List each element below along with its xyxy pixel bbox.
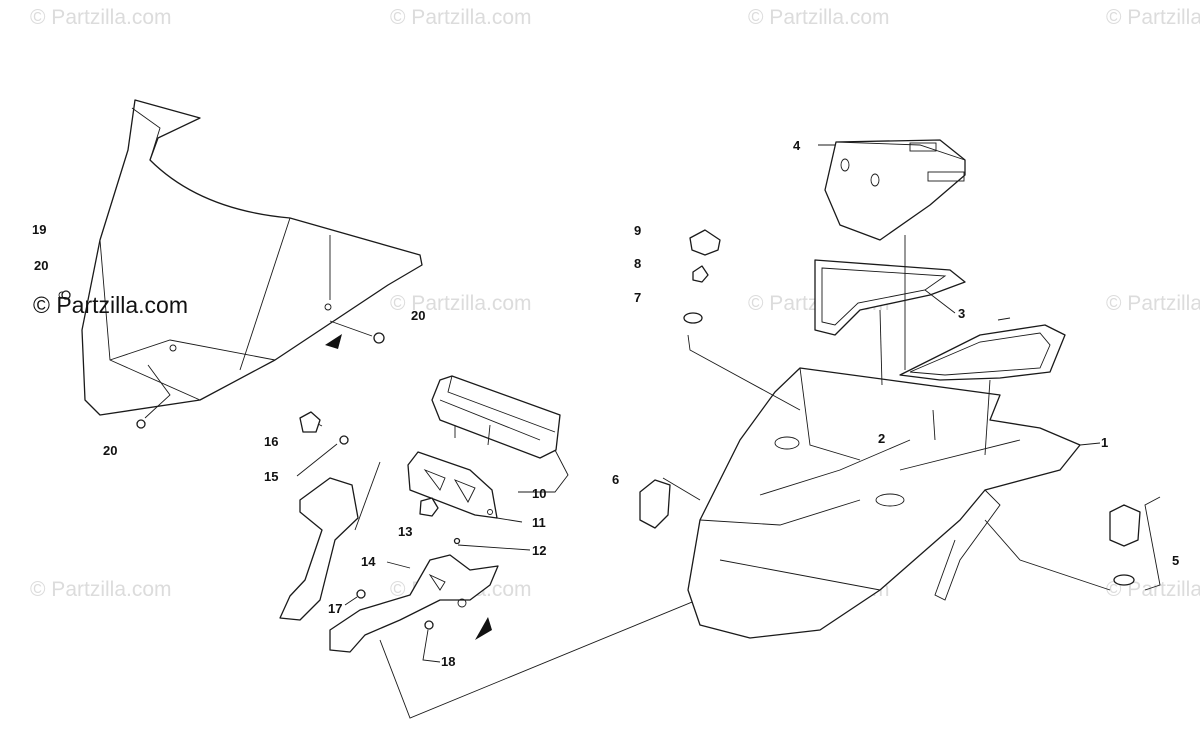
hardware-part <box>299 411 461 630</box>
arrow-icon <box>475 617 492 640</box>
watermark: © Partzilla.com <box>390 292 532 315</box>
callout-label: 20 <box>411 308 425 323</box>
callout-label: 18 <box>441 654 455 669</box>
callout-label: 8 <box>634 256 641 271</box>
callout-label: 15 <box>264 469 278 484</box>
callout-label: 6 <box>612 472 619 487</box>
callout-label: 2 <box>878 431 885 446</box>
mount-bracket-part <box>279 477 499 653</box>
callout-label: 16 <box>264 434 278 449</box>
callout-label: 11 <box>532 515 546 530</box>
watermark: © Partzilla.com <box>390 6 532 29</box>
callout-label: 13 <box>398 524 412 539</box>
switch-part <box>639 479 671 529</box>
key-switch-part <box>683 229 721 324</box>
callout-label: 17 <box>328 601 342 616</box>
watermark: © Partzilla.com <box>1106 292 1200 315</box>
watermark: © Partzilla.com <box>1106 6 1200 29</box>
callout-label: 20 <box>34 258 48 273</box>
watermark: © Partzilla.com <box>30 578 172 601</box>
callout-label: 14 <box>361 554 376 569</box>
callout-label: 3 <box>958 306 965 321</box>
watermark: © Partzilla.com <box>30 6 172 29</box>
callout-label: 5 <box>1172 553 1179 568</box>
callout-label: 19 <box>32 222 46 237</box>
top-cover-part <box>824 139 966 241</box>
watermark: © Partzilla.com <box>748 6 890 29</box>
brand-watermark: © Partzilla.com <box>33 292 188 318</box>
callout-label: 12 <box>532 543 546 558</box>
panel-part <box>814 259 1066 381</box>
gauge-bracket-part <box>407 451 498 519</box>
callout-label: 9 <box>634 223 641 238</box>
callout-label: 10 <box>532 486 546 501</box>
gauge-part <box>431 375 561 459</box>
windshield-part <box>58 99 423 416</box>
arrow-icon <box>325 334 342 349</box>
callout-label: 1 <box>1101 435 1108 450</box>
screw-part <box>61 290 385 429</box>
callout-label: 20 <box>103 443 117 458</box>
callout-label: 7 <box>634 290 641 305</box>
callout-label: 4 <box>793 138 801 153</box>
hood-part <box>687 367 1081 639</box>
socket-part <box>1109 504 1141 586</box>
